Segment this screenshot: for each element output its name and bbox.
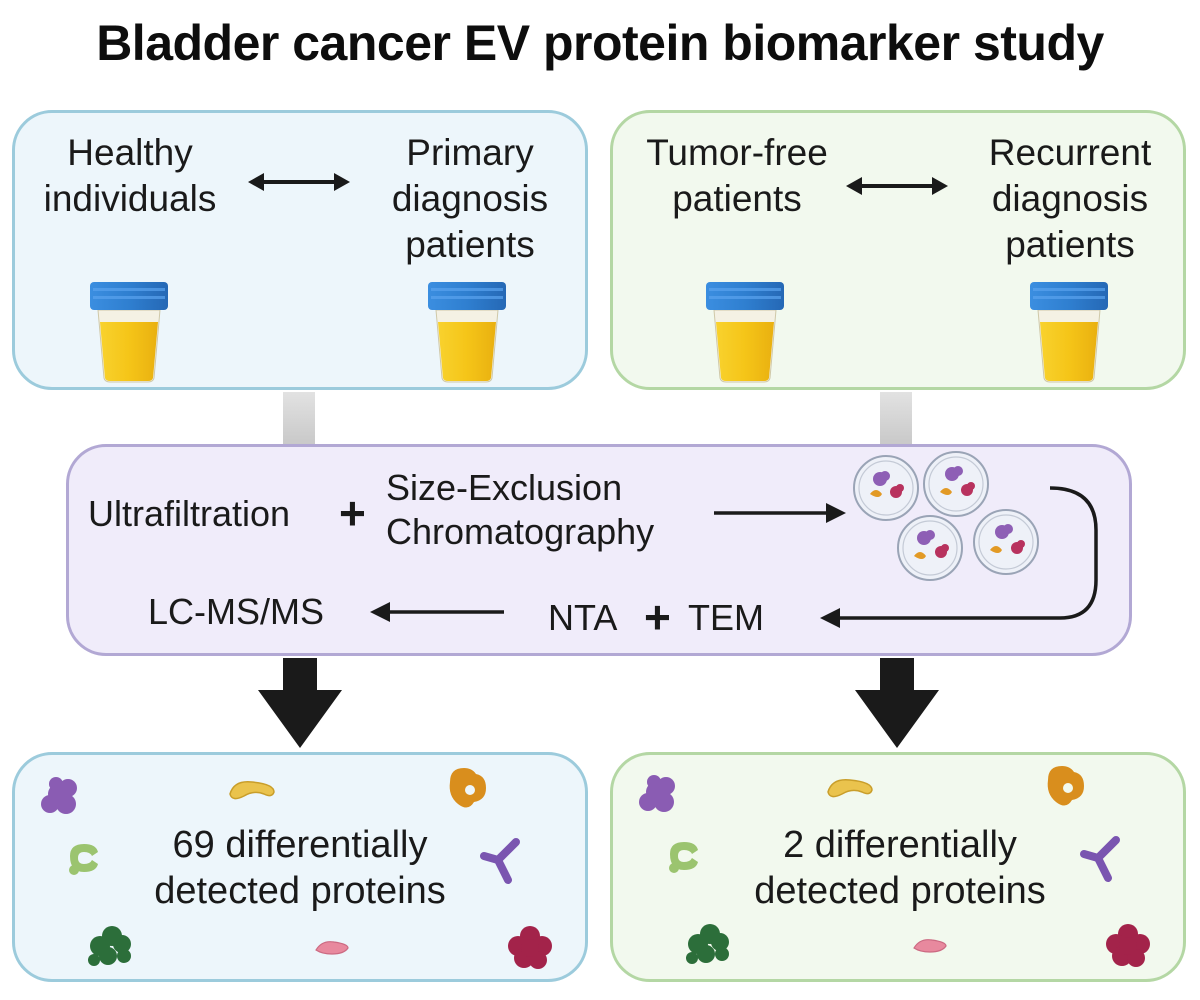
- plus-sign-1: +: [339, 487, 366, 539]
- orange-protein-icon: [449, 768, 486, 808]
- urine-cup-icon: [90, 282, 168, 383]
- pink-protein-icon: [913, 939, 947, 953]
- nta-label: NTA: [548, 597, 618, 638]
- compare-arrow-right: [846, 177, 948, 195]
- ultrafiltration-label: Ultrafiltration: [88, 493, 291, 534]
- pink-protein-icon: [315, 941, 349, 955]
- urine-cup-icon: [706, 282, 784, 383]
- healthy-individuals-label: Healthy individuals: [43, 132, 217, 219]
- right-result-label: 2 differentially detected proteins: [754, 824, 1046, 912]
- connector-right: [880, 392, 912, 444]
- purple-antibody-icon: [480, 838, 520, 884]
- compare-arrow-left: [248, 173, 350, 191]
- left-result-label: 69 differentially detected proteins: [154, 824, 446, 912]
- urine-cup-icon: [1030, 282, 1108, 383]
- yellow-protein-icon: [229, 781, 275, 800]
- orange-protein-icon: [1047, 766, 1084, 806]
- nta-to-lcms-arrow: [370, 602, 504, 622]
- dark-green-protein-icon: [88, 926, 131, 966]
- down-arrow-left: [258, 658, 342, 748]
- protein-icons-right: [639, 766, 1150, 967]
- recurrent-diagnosis-label: Recurrent diagnosis patients: [988, 132, 1152, 265]
- lc-ms-ms-label: LC-MS/MS: [148, 591, 325, 632]
- dark-green-protein-icon: [686, 924, 729, 964]
- green-protein-icon: [69, 844, 98, 875]
- sec-to-ev-arrow: [714, 503, 846, 523]
- down-arrow-right: [855, 658, 939, 748]
- protein-icons-left: [41, 768, 552, 969]
- purple-antibody-icon: [1080, 836, 1120, 882]
- diagram-title: Bladder cancer EV protein biomarker stud…: [96, 15, 1104, 71]
- urine-cup-icon: [428, 282, 506, 383]
- crimson-protein-icon: [1106, 924, 1150, 967]
- primary-diagnosis-label: Primary diagnosis patients: [391, 132, 549, 265]
- ev-loop-arrow: [820, 486, 1098, 628]
- plus-sign-2: +: [644, 591, 671, 643]
- tumor-free-label: Tumor-free patients: [646, 132, 828, 219]
- tem-label: TEM: [688, 597, 764, 638]
- connector-left: [283, 392, 315, 444]
- crimson-protein-icon: [508, 926, 552, 969]
- purple-protein-icon: [639, 775, 675, 812]
- size-exclusion-chromatography-label: Size-Exclusion Chromatography: [386, 467, 655, 552]
- green-protein-icon: [669, 842, 698, 873]
- purple-protein-icon: [41, 777, 77, 814]
- extracellular-vesicles-icon: [853, 451, 1039, 581]
- yellow-protein-icon: [827, 779, 873, 798]
